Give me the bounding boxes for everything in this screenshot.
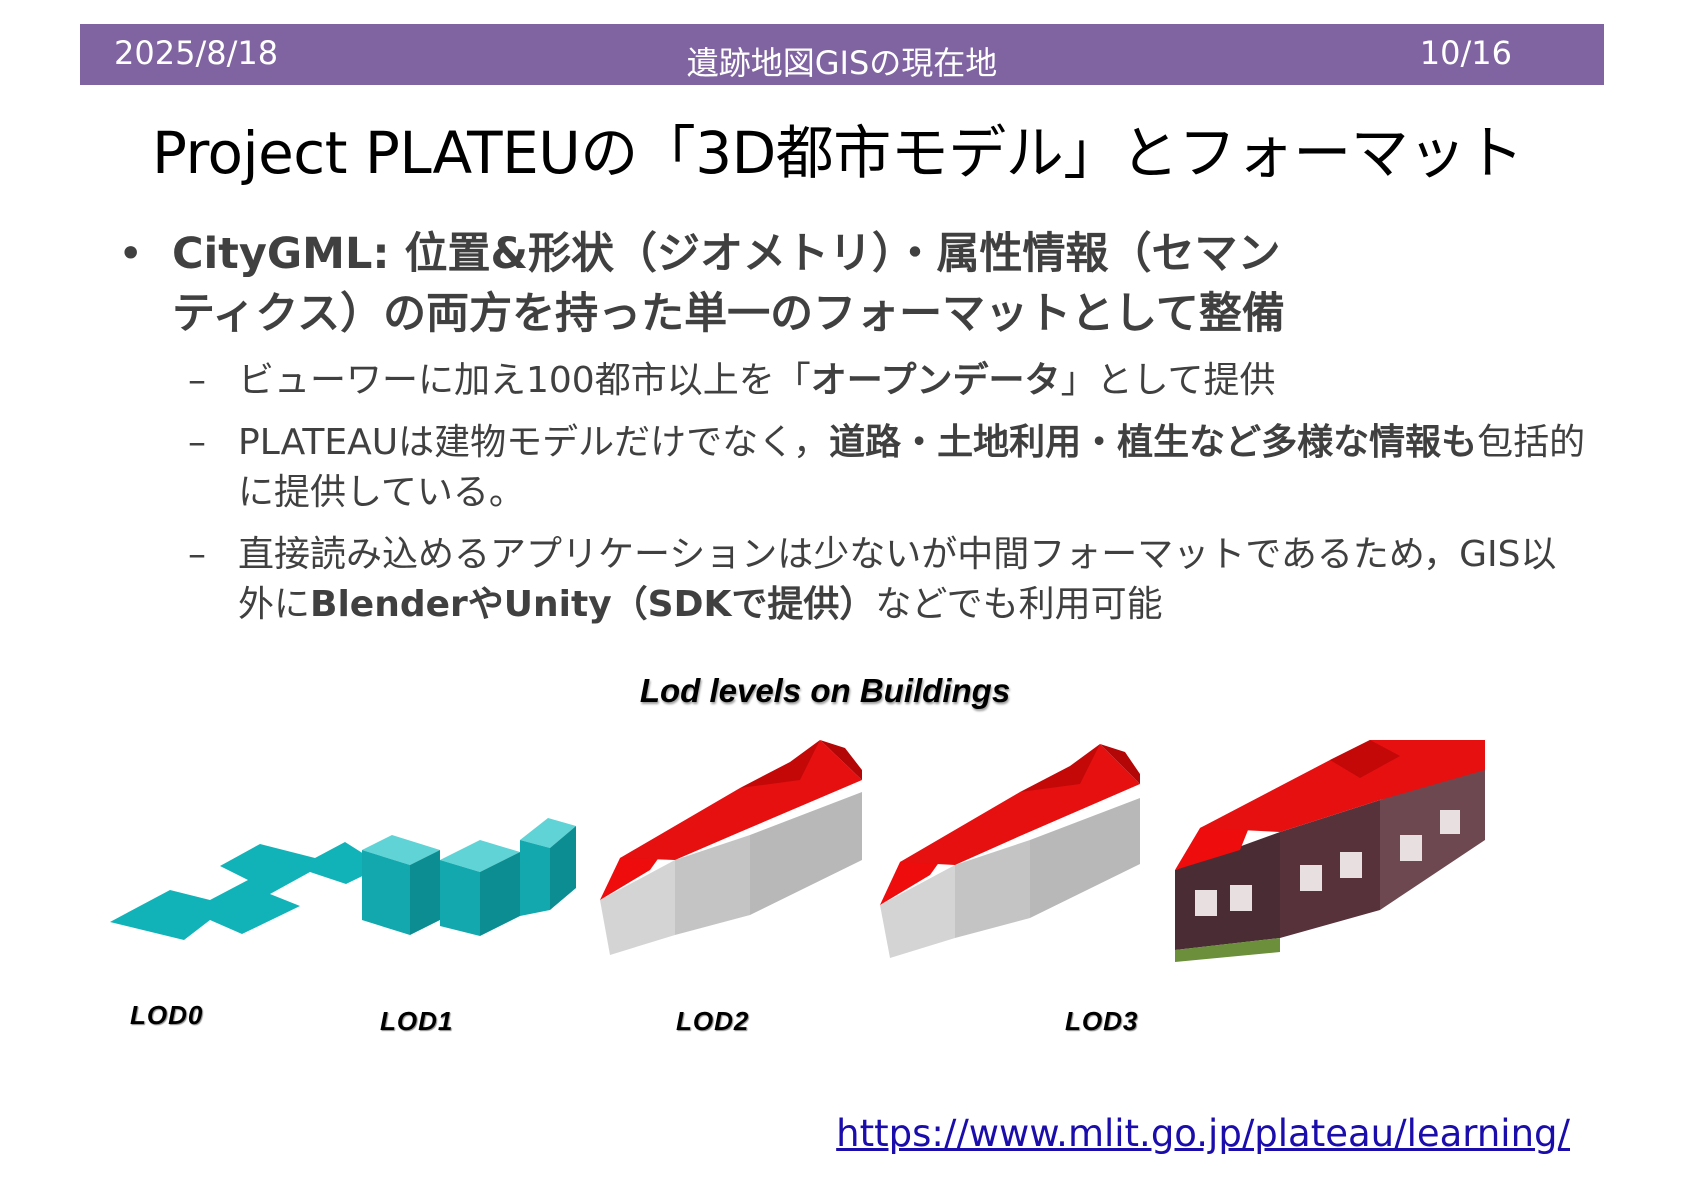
lod-figure-title: Lod levels on Buildings xyxy=(639,672,1011,709)
header-date: 2025/8/18 xyxy=(114,34,279,72)
header-deck-title: 遺跡地図GISの現在地 xyxy=(686,44,998,82)
sub-bullet-1-text-c: 」として提供 xyxy=(1060,360,1276,401)
sub-bullet-2-emphasis: 道路・土地利用・植生など多様な情報も xyxy=(829,422,1478,463)
main-bullet: • CityGML: 位置&形状（ジオメトリ）・属性情報（セマン ティクス）の両… xyxy=(118,224,1558,344)
textured-building xyxy=(1175,740,1485,962)
header-page-number: 10/16 xyxy=(1419,34,1512,72)
lod2-label: LOD2 xyxy=(676,1006,750,1036)
lod-figure xyxy=(110,740,1485,962)
main-bullet-text: CityGML: 位置&形状（ジオメトリ）・属性情報（セマン ティクス）の両方を… xyxy=(172,229,1285,339)
sub-bullet-1-emphasis: オープンデータ xyxy=(810,360,1061,401)
lod0-label: LOD0 xyxy=(130,1000,204,1030)
bullet-icon: • xyxy=(118,229,144,279)
sub-bullet-3-text-a: 直接読み込めるアプリケーションは少ないが中間フォーマットであるため，GIS以外に xyxy=(238,534,1557,625)
sub-bullet-2-text-c: 包括的に提供している。 xyxy=(238,422,1586,513)
sub-bullet-2-text-a: PLATEAUは建物モデルだけでなく， xyxy=(238,422,830,463)
sub-bullet-1-text-a: ビューワーに加え100都市以上を「 xyxy=(238,360,811,401)
lod2-building xyxy=(600,740,862,955)
sub-bullet-3-text-c: などでも利用可能 xyxy=(875,584,1163,625)
dash-icon: – xyxy=(188,422,206,463)
dash-icon: – xyxy=(188,534,206,575)
lod3-building xyxy=(880,744,1140,958)
lod0-footprint xyxy=(110,842,383,940)
sub-bullet-1: – ビューワーに加え100都市以上を「オープンデータ」として提供 xyxy=(188,356,1588,406)
slide-header: 2025/8/18 遺跡地図GISの現在地 10/16 xyxy=(80,24,1604,85)
dash-icon: – xyxy=(188,360,206,401)
lod1-label: LOD1 xyxy=(380,1006,454,1036)
sub-bullet-2: – PLATEAUは建物モデルだけでなく，道路・土地利用・植生など多様な情報も包… xyxy=(188,418,1588,518)
lod1-block xyxy=(362,818,576,936)
slide-title: Project PLATEUの「3D都市モデル」とフォーマット xyxy=(152,119,1524,187)
sub-bullet-3: – 直接読み込めるアプリケーションは少ないが中間フォーマットであるため，GIS以… xyxy=(188,530,1588,630)
sub-bullet-3-emphasis: BlenderやUnity（SDKで提供） xyxy=(310,584,876,625)
lod3-label: LOD3 xyxy=(1065,1006,1139,1036)
source-link[interactable]: https://www.mlit.go.jp/plateau/learning/ xyxy=(836,1112,1570,1155)
